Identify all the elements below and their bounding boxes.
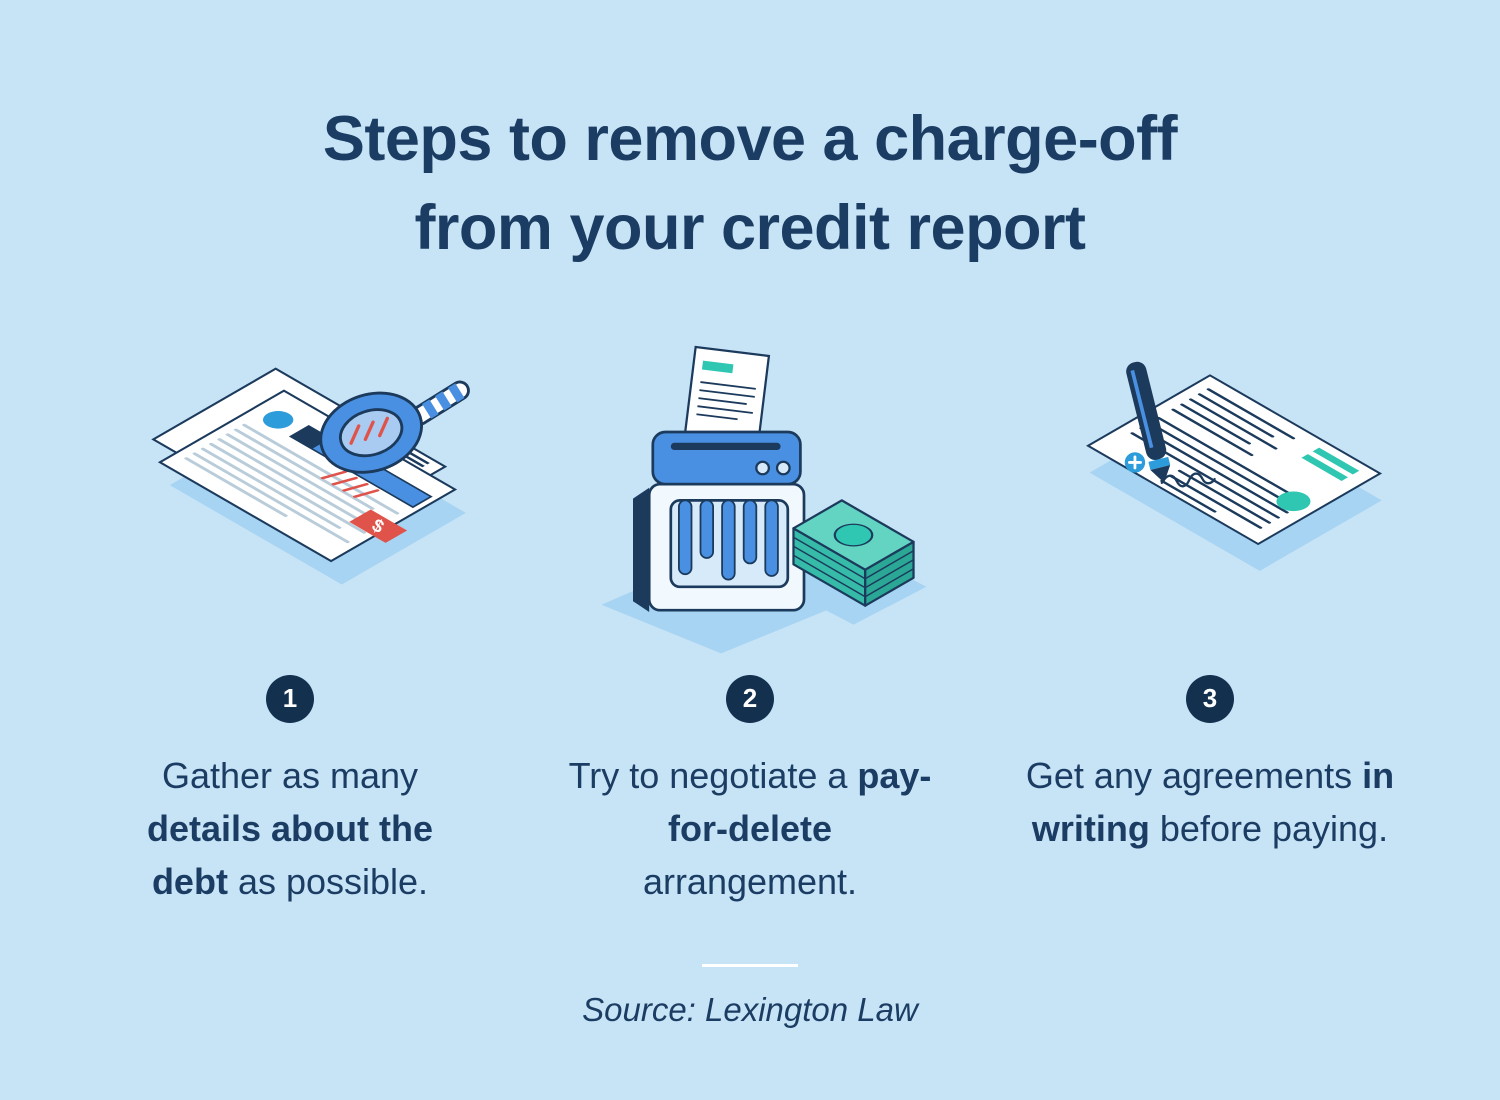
shredder-slot [670,442,781,450]
pen-signing-document-icon [1086,361,1383,571]
caption-bold-text: in writing [1031,754,1395,850]
bill-seal [833,523,874,547]
lens-red-marks [349,416,390,445]
pen-icon [1126,361,1171,483]
shredder-icon [633,345,806,612]
document-text-lines [184,423,400,544]
document-magnifier-icon: $ [151,367,470,585]
magnifier-icon [319,380,470,474]
paper-sheet [682,345,771,458]
caption-bold-text: details about the debt [146,808,434,903]
seal-dot [1276,491,1311,512]
step-number: 2 [742,683,758,714]
step-2: 2 Try to negotiate a pay-for-delete arra… [530,342,970,909]
caption-text: Try to negotiate a [568,754,858,796]
caption-bold-text: pay-for-delete [667,754,932,850]
caption-text: Gather as many [161,754,419,796]
signature-squiggle [1160,472,1216,488]
money-stack-icon [792,499,915,607]
source-credit: Source: Lexington Law [582,990,918,1028]
shredder-button [775,460,791,476]
step-caption: Get any agreements in writing before pay… [1024,749,1396,856]
step-1: $ [70,342,510,909]
step-2-illustration [540,342,960,657]
step-3: 3 Get any agreements in writing before p… [990,342,1430,909]
price-tag [349,509,408,543]
red-tally-marks [320,470,380,498]
step-number-badge: 2 [726,674,774,723]
footer: Source: Lexington Law [0,963,1500,1029]
divider-line [702,963,798,967]
title-line-2: from your credit report [414,193,1086,264]
shredder-button [755,460,771,476]
caption-text: as possible. [227,861,429,903]
caption-text: Get any agreements [1025,754,1363,796]
caption-text: before paying. [1149,808,1389,850]
contract-document [1086,374,1383,571]
shredder-money-icon [601,345,927,654]
shredder-top [651,430,802,486]
step-number-badge: 1 [266,674,314,723]
shredded-strips [678,499,779,581]
title-line-1: Steps to remove a charge-off [322,104,1178,174]
bullet-dot [262,410,294,429]
step-number: 1 [282,683,298,714]
magnifier-handle [409,380,470,426]
step-caption: Gather as many details about the debt as… [104,749,476,909]
contract-text-lines [1130,388,1307,529]
bill-edges [793,536,914,598]
step-3-illustration [1000,342,1420,657]
step-caption: Try to negotiate a pay-for-delete arrang… [564,749,936,909]
steps-row: $ [0,342,1500,909]
page-title: Steps to remove a charge-off from your c… [0,95,1500,274]
shredder-side-panel [633,487,650,612]
step-1-illustration: $ [80,342,500,657]
caption-text: arrangement. [642,861,858,903]
step-number: 3 [1202,683,1218,714]
step-number-badge: 3 [1186,674,1234,723]
